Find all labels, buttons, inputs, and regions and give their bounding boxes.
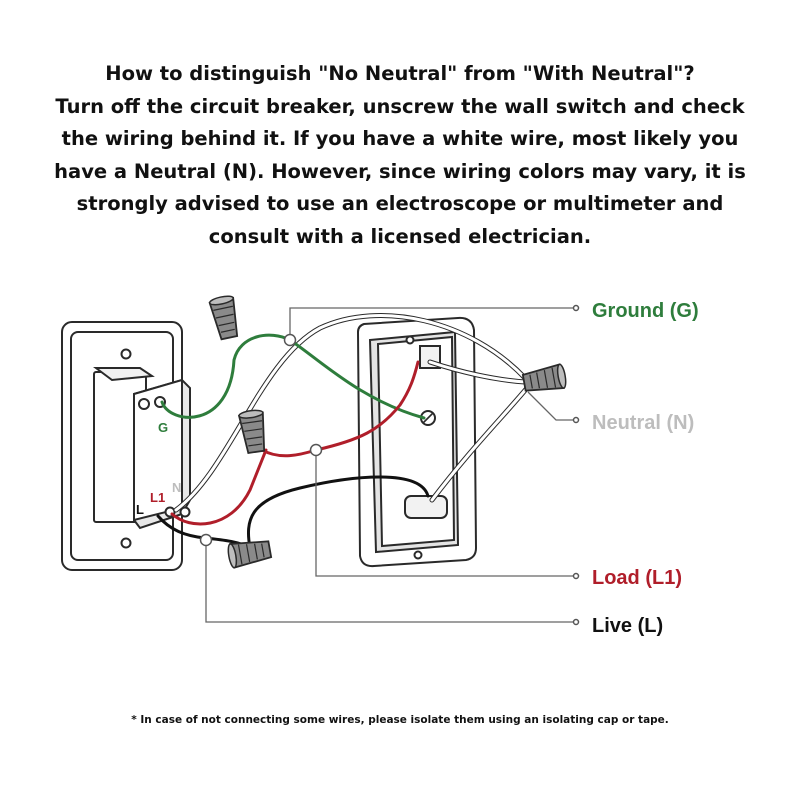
wire-nut-live (227, 540, 273, 569)
leader-live (205, 540, 574, 623)
leader-load (315, 450, 574, 577)
electrical-box (356, 316, 478, 568)
ground-wire-switch (160, 333, 292, 419)
intro-line: have a Neutral (N). However, since wirin… (54, 159, 746, 183)
footnote: * In case of not connecting some wires, … (131, 714, 669, 726)
switch-module (133, 378, 191, 530)
terminal-label-l: L (136, 502, 144, 517)
label-load: Load (L1) (592, 567, 682, 589)
terminal-label-l1: L1 (150, 490, 165, 505)
load-wire-box (314, 360, 420, 452)
callout-dots (199, 304, 580, 626)
terminal-label-g: G (158, 420, 168, 435)
leader-neutral (527, 391, 574, 421)
intro-line: the wiring behind it. If you have a whit… (61, 127, 739, 150)
live-wire-box (246, 475, 430, 550)
ground-wires (160, 333, 426, 420)
intro-line: Turn off the circuit breaker, unscrew th… (55, 94, 745, 118)
intro-line: How to distinguish "No Neutral" from "Wi… (105, 62, 695, 85)
ground-wire-box (288, 338, 426, 420)
box-screws (405, 335, 436, 560)
callout-leaders (205, 307, 574, 623)
wire-nut-ground (208, 295, 239, 341)
intro-line: consult with a licensed electrician. (208, 224, 592, 248)
wire-nut-load (237, 409, 266, 454)
intro-text: How to distinguish "No Neutral" from "Wi… (20, 58, 780, 253)
label-live: Live (L) (592, 615, 663, 637)
label-ground: Ground (G) (592, 300, 699, 322)
load-wire-switch (170, 448, 268, 526)
load-wire-splice (260, 448, 318, 458)
terminal-label-n: N (172, 480, 181, 495)
label-neutral: Neutral (N) (592, 412, 694, 434)
leader-ground (289, 307, 574, 340)
wire-nut-neutral (521, 363, 567, 392)
neutral-wires (173, 313, 530, 513)
plate-screws (120, 348, 132, 549)
intro-line: strongly advised to use an electroscope … (76, 192, 724, 215)
